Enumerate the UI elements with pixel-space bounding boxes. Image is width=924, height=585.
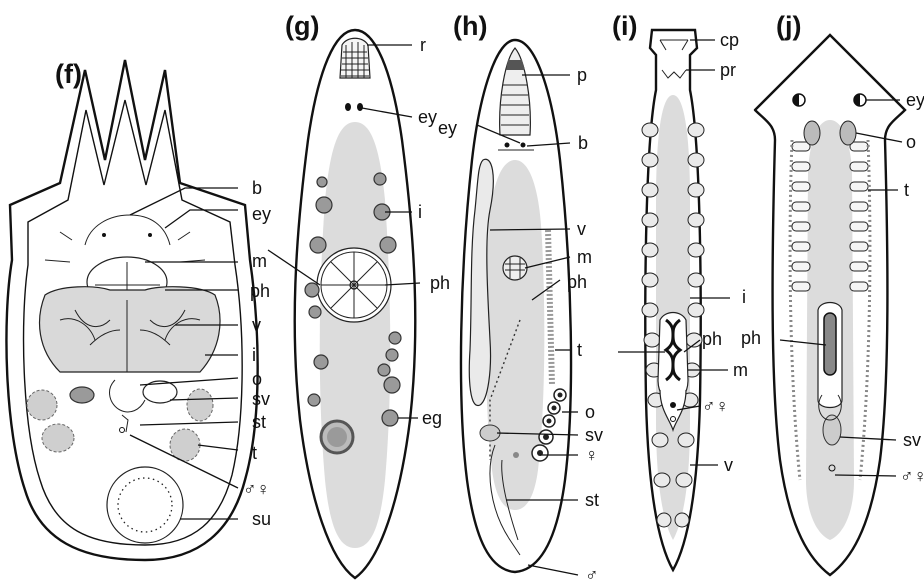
panel-i-label-i: i xyxy=(742,287,746,307)
panel-i-label-m: m xyxy=(733,360,748,380)
panel-f-label-v: v xyxy=(252,315,261,335)
panel-g-label-ey: ey xyxy=(418,107,437,127)
panel-h-label-ph: ph xyxy=(567,272,587,292)
panel-h-label-male: ♂ xyxy=(585,565,599,585)
panel-f-intestine xyxy=(40,287,220,372)
panel-f-title: (f) xyxy=(55,59,82,89)
panel-j-label-t: t xyxy=(904,180,909,200)
panel-g-title: (g) xyxy=(285,11,319,41)
panel-h-label-sv: sv xyxy=(585,425,603,445)
panel-h-label-b: b xyxy=(578,133,588,153)
panel-i-label-v: v xyxy=(724,455,733,475)
panel-f-label-su: su xyxy=(252,509,271,529)
panel-j-label-sv: sv xyxy=(903,430,921,450)
panel-f-label-hermaphrodite: ♂♀ xyxy=(243,479,270,499)
panel-h-title: (h) xyxy=(453,11,487,41)
panel-f: (f) xyxy=(6,59,271,560)
panel-i-title: (i) xyxy=(612,11,637,41)
panel-j-label-ph: ph xyxy=(741,328,761,348)
panel-h: (h) xyxy=(438,11,603,585)
panel-f-label-ph: ph xyxy=(250,281,270,301)
panel-g-label-r: r xyxy=(420,35,426,55)
panel-f-label-i: i xyxy=(252,345,256,365)
panel-h-label-v: v xyxy=(577,219,586,239)
panel-f-label-b: b xyxy=(252,178,262,198)
panel-h-label-t: t xyxy=(577,340,582,360)
panel-i-label-ph: ph xyxy=(702,329,722,349)
panel-j: (j) xyxy=(741,11,924,575)
panel-g-label-eg: eg xyxy=(422,408,442,428)
panel-h-label-ey: ey xyxy=(438,118,457,138)
panel-i: (i) xyxy=(612,11,748,570)
panel-j-label-hermaphrodite: ♂♀ xyxy=(900,466,924,486)
panel-i-label-cp: cp xyxy=(720,30,739,50)
panel-f-label-t: t xyxy=(252,443,257,463)
panel-h-label-female: ♀ xyxy=(585,445,599,465)
panel-f-label-st: st xyxy=(252,412,266,432)
panel-h-label-st: st xyxy=(585,490,599,510)
panel-j-label-ey: ey xyxy=(906,90,924,110)
panel-f-label-o: o xyxy=(252,369,262,389)
panel-g: (g) r ey xyxy=(268,11,450,578)
panel-f-label-ey: ey xyxy=(252,204,271,224)
panel-h-label-p: p xyxy=(577,65,587,85)
panel-g-label-i: i xyxy=(418,202,422,222)
panel-h-label-m: m xyxy=(577,247,592,267)
panel-i-label-hermaphrodite: ♂♀ xyxy=(702,396,729,416)
panel-j-label-o: o xyxy=(906,132,916,152)
panel-i-label-pr: pr xyxy=(720,60,736,80)
panel-g-intestine xyxy=(320,122,391,548)
panel-h-label-o: o xyxy=(585,402,595,422)
panel-f-label-m: m xyxy=(252,251,267,271)
panel-g-label-ph: ph xyxy=(430,273,450,293)
panel-f-label-sv: sv xyxy=(252,389,270,409)
panel-j-title: (j) xyxy=(776,11,801,41)
